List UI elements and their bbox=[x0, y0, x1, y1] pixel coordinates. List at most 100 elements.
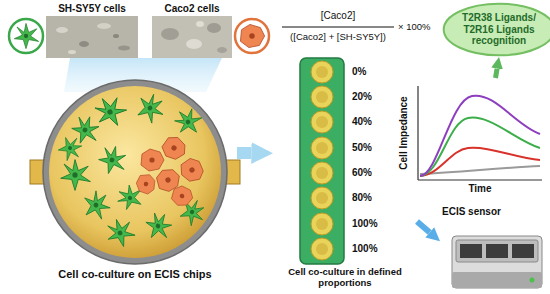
image-panel: Caco2 cells bbox=[150, 2, 234, 58]
ecis-chip-part bbox=[49, 86, 221, 258]
caco2-icon-part bbox=[240, 24, 264, 47]
axis-title: Time bbox=[468, 183, 491, 195]
ecis-chip-part bbox=[131, 90, 169, 127]
flow-arrow bbox=[417, 222, 430, 233]
micrograph-part bbox=[186, 39, 202, 49]
panel-caption: SH-SY5Y cells bbox=[44, 3, 140, 15]
micrograph bbox=[46, 16, 138, 58]
flow-arrow bbox=[237, 147, 251, 159]
ecis-chip-part bbox=[104, 216, 137, 250]
well-strip-part bbox=[311, 213, 333, 235]
ecis-device-part bbox=[530, 278, 535, 283]
micrograph-part bbox=[113, 34, 119, 38]
proportion-value: 80% bbox=[352, 192, 372, 204]
well-strip-part bbox=[300, 58, 344, 264]
neuron-icon bbox=[9, 19, 43, 53]
fraction-bar bbox=[282, 27, 394, 28]
well-strip-part bbox=[316, 167, 328, 179]
micrograph-part bbox=[46, 16, 138, 58]
micrograph-part bbox=[118, 46, 130, 51]
ecis-device-part bbox=[456, 240, 538, 262]
ecis-device bbox=[452, 236, 542, 288]
well-strip bbox=[300, 58, 344, 264]
impedance-chart-part bbox=[420, 96, 540, 176]
micrograph-part bbox=[217, 47, 227, 53]
ecis-chip-part bbox=[141, 149, 164, 171]
micrograph-part bbox=[196, 21, 204, 27]
image-panel: SH-SY5Y cells bbox=[44, 2, 140, 58]
ecis-chip-part bbox=[171, 185, 195, 208]
well-strip-part bbox=[311, 61, 333, 83]
ecis-chip-part bbox=[135, 173, 157, 196]
ecis-chip-part bbox=[141, 208, 177, 244]
micrograph-part bbox=[56, 27, 68, 33]
micrograph-part bbox=[207, 23, 221, 33]
ecis-chip-part bbox=[170, 103, 207, 140]
well-strip-part bbox=[316, 192, 328, 204]
ecis-device-part bbox=[452, 236, 542, 288]
proportion-value: 50% bbox=[352, 142, 372, 154]
proportion-value: 40% bbox=[352, 116, 372, 128]
chart-panel: Cell ImpedanceTime bbox=[395, 78, 545, 196]
ecis-device-part bbox=[452, 272, 542, 288]
micrograph bbox=[152, 16, 232, 58]
impedance-chart-part bbox=[417, 86, 418, 180]
ellipse-shape bbox=[444, 4, 550, 56]
panel-caption: Caco2 cells bbox=[150, 3, 234, 15]
result-text: T2R38 Ligands/ T2R16 Ligands recognition bbox=[462, 12, 536, 47]
ecis-chip-part bbox=[90, 91, 131, 133]
well-strip-part bbox=[316, 243, 328, 255]
impedance-chart-part bbox=[420, 118, 540, 176]
well-strip-part bbox=[311, 137, 333, 159]
result-ellipse: T2R38 Ligands/ T2R16 Ligands recognition bbox=[442, 2, 550, 57]
formula-term: [Caco2] bbox=[321, 10, 355, 22]
chip-panel: Cell co-culture on ECIS chips bbox=[33, 78, 237, 292]
formula-term: × 100% bbox=[398, 22, 431, 33]
well-strip-part bbox=[311, 86, 333, 108]
axis-title: Cell Impedance bbox=[398, 96, 410, 169]
ecis-device-part bbox=[512, 244, 534, 258]
panel-caption: ECIS sensor bbox=[442, 206, 501, 218]
impedance-chart-part bbox=[418, 179, 542, 180]
well-strip-part bbox=[316, 66, 328, 78]
panel-caption: Cell co-culture on ECIS chips bbox=[33, 268, 237, 281]
micrograph-part bbox=[161, 28, 179, 40]
well-strip-part bbox=[311, 187, 333, 209]
proportion-value: 100% bbox=[352, 218, 378, 230]
neuron-icon-part bbox=[9, 19, 43, 53]
ecis-device-part bbox=[486, 244, 508, 258]
impedance-chart bbox=[418, 86, 542, 180]
proportion-value: 0% bbox=[352, 66, 366, 78]
ecis-chip-part bbox=[77, 186, 116, 225]
ecis-chip bbox=[30, 80, 240, 264]
well-strip-part bbox=[311, 238, 333, 260]
flow-arrow bbox=[496, 69, 498, 78]
proportion-value: 20% bbox=[352, 91, 372, 103]
ecis-chip-part bbox=[43, 80, 227, 264]
micrograph-part bbox=[152, 16, 232, 58]
plate-panel: Cell co-culture in defined proportions bbox=[273, 57, 417, 292]
instrument-panel: ECIS sensor bbox=[440, 206, 546, 290]
ecis-device-part bbox=[460, 244, 482, 258]
well-strip-part bbox=[311, 162, 333, 184]
ecis-chip-part bbox=[177, 155, 209, 187]
micrograph-part bbox=[97, 23, 111, 29]
caco2-icon bbox=[235, 19, 269, 53]
well-strip-part bbox=[311, 111, 333, 133]
well-strip-part bbox=[316, 116, 328, 128]
proportion-value: 100% bbox=[352, 243, 378, 255]
ecis-chip-part bbox=[56, 135, 83, 162]
neuron-icon-part bbox=[14, 23, 38, 48]
caco2-icon-part bbox=[235, 19, 269, 53]
ecis-chip-part bbox=[96, 143, 129, 177]
well-strip-part bbox=[316, 142, 328, 154]
micrograph-part bbox=[68, 50, 76, 54]
ecis-chip-part bbox=[61, 160, 91, 191]
panel-caption: Cell co-culture in defined proportions bbox=[273, 267, 417, 289]
micrograph-part bbox=[79, 41, 89, 47]
ecis-chip-part bbox=[159, 133, 190, 164]
formula-term: ([Caco2] + [SH-SY5Y]) bbox=[290, 32, 386, 43]
well-strip-part bbox=[316, 218, 328, 230]
proportion-value: 60% bbox=[352, 167, 372, 179]
